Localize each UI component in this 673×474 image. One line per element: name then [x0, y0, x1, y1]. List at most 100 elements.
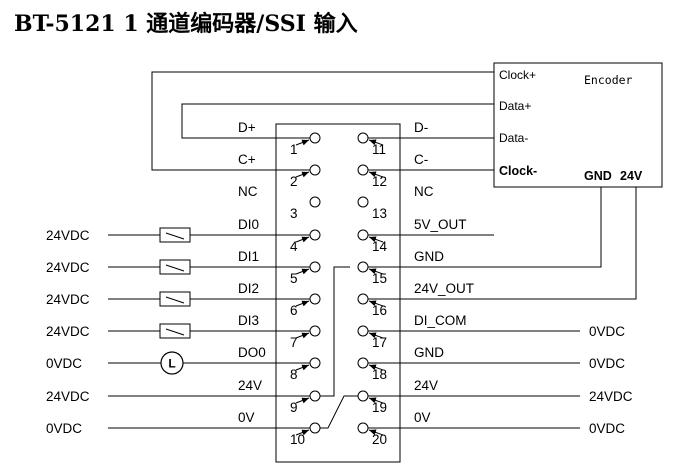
- terminal-circle-right: [357, 422, 369, 434]
- terminal-circle-left: [309, 422, 321, 434]
- terminal-label-right: D-: [414, 120, 428, 135]
- supply-label-right: 0VDC: [589, 421, 625, 436]
- arrow-icon: [295, 397, 310, 404]
- arrow-icon: [368, 364, 384, 371]
- encoder-pin-gnd: GND: [584, 169, 612, 183]
- terminal-circle-left: [309, 325, 321, 337]
- terminal-circle-right: [357, 164, 369, 176]
- terminal-label-right: DI_COM: [414, 313, 467, 328]
- terminal-circle-left: [309, 357, 321, 369]
- arrow-icon: [295, 268, 310, 275]
- arrow-icon: [368, 332, 384, 339]
- supply-label-left: 24VDC: [46, 260, 90, 275]
- pin-number-right: 17: [372, 335, 387, 350]
- pin-number-left: 5: [290, 271, 298, 286]
- terminal-label-right: GND: [414, 345, 444, 360]
- terminal-label-left: DI2: [238, 281, 259, 296]
- encoder-pin-24v: 24V: [620, 169, 643, 183]
- terminal-circle-left: [309, 229, 321, 241]
- pin-number-left: 9: [290, 400, 298, 415]
- terminal-label-right: 24V: [414, 378, 438, 393]
- switch-icon: [159, 323, 191, 339]
- terminal-circle-right: [357, 357, 369, 369]
- terminal-label-right: NC: [414, 184, 434, 199]
- terminal-label-left: D+: [238, 120, 256, 135]
- encoder-pin-clock-minus: Clock-: [499, 164, 537, 178]
- supply-labels: 24VDC24VDC24VDC24VDC0VDC24VDC0VDC0VDC0VD…: [46, 228, 633, 436]
- arrow-icon: [295, 364, 310, 371]
- arrow-icon: [295, 171, 310, 178]
- terminal-circle-right: [357, 261, 369, 273]
- terminal-circle-left: [309, 164, 321, 176]
- wire-encoder-24v: [368, 187, 637, 300]
- lamp-label: L: [168, 357, 175, 371]
- encoder-pin-data-minus: Data-: [499, 131, 528, 145]
- pin-number-right: 13: [372, 206, 387, 221]
- switch-icon: [159, 291, 191, 307]
- pin-number-right: 11: [372, 142, 386, 157]
- arrow-icon: [295, 236, 310, 243]
- right-wiring: [320, 266, 580, 429]
- terminal-label-left: NC: [238, 184, 258, 199]
- terminal-label-left: 24V: [238, 378, 262, 393]
- encoder-title: Encoder: [584, 73, 633, 87]
- terminal-circle-right: [357, 325, 369, 337]
- left-wiring: [108, 234, 310, 429]
- pin-number-left: 7: [290, 335, 298, 350]
- pin-number-right: 14: [372, 239, 388, 254]
- terminal-label-right: 0V: [414, 410, 431, 425]
- arrow-icon: [368, 268, 384, 275]
- supply-label-left: 24VDC: [46, 324, 90, 339]
- diagram-title: BT-5121 1 通道编码器/SSI 输入: [14, 11, 358, 37]
- terminal-label-left: DI1: [238, 249, 259, 264]
- pin-number-right: 12: [372, 174, 387, 189]
- wire-clock-plus: [151, 71, 494, 171]
- encoder: Encoder Clock+ Data+ Data- Clock- GND 24…: [493, 62, 663, 188]
- encoder-wiring: [151, 71, 637, 300]
- supply-label-left: 24VDC: [46, 292, 90, 307]
- terminal-label-left: 0V: [238, 410, 255, 425]
- arrow-icon: [368, 300, 384, 307]
- pin-number-left: 8: [290, 367, 298, 382]
- supply-label-left: 0VDC: [46, 356, 82, 371]
- pin-number-right: 19: [372, 400, 387, 415]
- pin-number-left: 6: [290, 303, 298, 318]
- pin-number-right: 20: [372, 432, 387, 447]
- terminal-circle-left: [309, 261, 321, 273]
- arrow-icon: [368, 139, 384, 146]
- supply-label-left: 0VDC: [46, 421, 82, 436]
- supply-label-right: 0VDC: [589, 356, 625, 371]
- wire-encoder-gnd: [368, 187, 602, 268]
- internal-bridge-0v: [320, 395, 360, 429]
- terminal-label-left: C+: [238, 152, 256, 167]
- terminal-circle-right: [357, 132, 369, 144]
- terminal-circle-right: [357, 196, 369, 208]
- encoder-box: [493, 62, 663, 188]
- pin-number-right: 16: [372, 303, 387, 318]
- arrow-icon: [368, 171, 384, 178]
- terminal-circle-right: [357, 293, 369, 305]
- pin-number-left: 2: [290, 174, 298, 189]
- pin-number-right: 18: [372, 367, 387, 382]
- terminal-label-right: 24V_OUT: [414, 281, 474, 296]
- arrow-icon: [295, 429, 310, 436]
- input-switches: [159, 227, 191, 339]
- terminal-circle-left: [309, 132, 321, 144]
- terminal-label-left: DI0: [238, 217, 259, 232]
- arrow-icon: [295, 332, 310, 339]
- terminal-label-right: GND: [414, 249, 444, 264]
- arrow-icon: [295, 139, 310, 146]
- supply-label-left: 24VDC: [46, 228, 90, 243]
- terminal-circle-left: [309, 390, 321, 402]
- internal-bridge-24v: [320, 266, 350, 397]
- terminal-label-right: C-: [414, 152, 428, 167]
- arrow-icon: [368, 236, 384, 243]
- wire-data-plus: [181, 103, 494, 139]
- pin-number-left: 1: [290, 142, 298, 157]
- pin-number-right: 15: [372, 271, 387, 286]
- lamp-icon: L: [160, 351, 184, 375]
- terminal-circle-left: [309, 196, 321, 208]
